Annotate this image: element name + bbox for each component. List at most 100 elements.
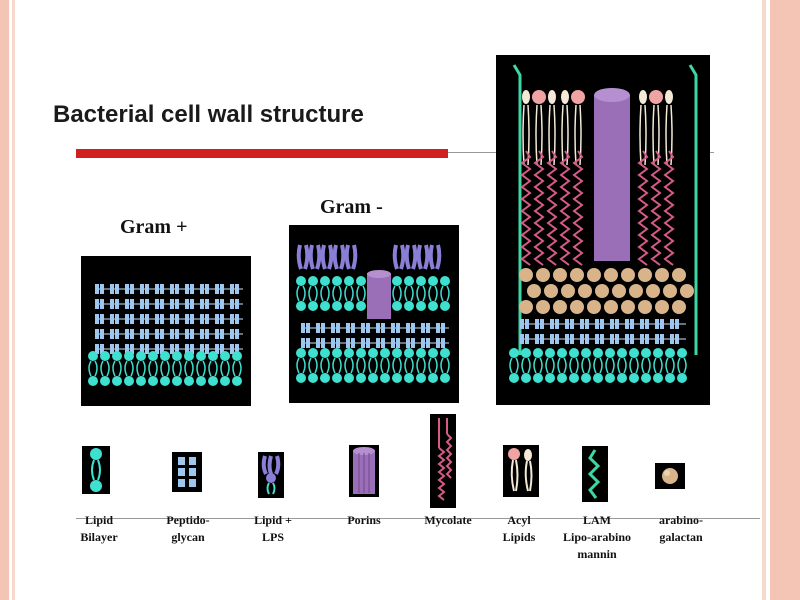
arabinogalactan-unit [663, 284, 677, 298]
gp-peptidoglycan-unit [145, 329, 149, 339]
gn-inner-tail [392, 357, 402, 374]
lipid-tail [561, 104, 569, 166]
gn-peptidoglycan-unit [406, 323, 410, 333]
arabinogalactan-unit [578, 284, 592, 298]
gp-lipid-head [232, 376, 242, 386]
gn-outer-head [308, 301, 318, 311]
arabinogalactan-unit [587, 268, 601, 282]
my-lipid-tail [569, 357, 579, 374]
gn-outer-tail [356, 285, 366, 302]
mycolate-chain [572, 150, 584, 266]
gn-outer-tail [308, 285, 318, 302]
gn-peptidoglycan-unit [381, 323, 385, 333]
gp-peptidoglycan-unit [145, 314, 149, 324]
lps-chain [308, 244, 322, 270]
peptidoglycan-icon [172, 452, 202, 492]
my-lipid-tail [641, 357, 651, 374]
gn-outer-head [320, 276, 330, 286]
my-lipid-head [557, 373, 567, 383]
lam-chain [512, 64, 522, 355]
gp-peptidoglycan-unit [185, 344, 189, 354]
gn-outer-tail [332, 285, 342, 302]
gp-peptidoglycan-unit [155, 329, 159, 339]
gp-peptidoglycan-unit [140, 314, 144, 324]
my-peptidoglycan-unit [580, 319, 584, 329]
gp-peptidoglycan-unit [175, 299, 179, 309]
gp-peptidoglycan-unit [230, 314, 234, 324]
gn-peptidoglycan-unit [421, 323, 425, 333]
my-peptidoglycan-unit [565, 334, 569, 344]
gp-peptidoglycan-unit [100, 344, 104, 354]
my-lipid-head [677, 348, 687, 358]
slide-frame-left [0, 0, 9, 600]
gn-inner-head [404, 373, 414, 383]
gp-lipid-head [184, 351, 194, 361]
my-lipid-head [629, 348, 639, 358]
my-peptidoglycan-unit [625, 319, 629, 329]
my-peptidoglycan-unit [585, 334, 589, 344]
my-lipid-head [641, 373, 651, 383]
gn-inner-head [332, 348, 342, 358]
gn-outer-tail [428, 285, 438, 302]
gn-outer-tail [320, 285, 330, 302]
my-peptidoglycan-unit [615, 334, 619, 344]
gp-peptidoglycan-unit [110, 284, 114, 294]
gn-peptidoglycan-unit [331, 323, 335, 333]
my-peptidoglycan-unit [585, 319, 589, 329]
gp-lipid-head [124, 351, 134, 361]
my-peptidoglycan-unit [630, 334, 634, 344]
gp-peptidoglycan-unit [160, 299, 164, 309]
lipid-head [548, 90, 556, 104]
my-lipid-head [509, 348, 519, 358]
gp-peptidoglycan-unit [125, 284, 129, 294]
label-line: LPS [261, 530, 284, 544]
my-peptidoglycan-unit [540, 319, 544, 329]
legend-label-mycolate: Mycolate [413, 512, 483, 529]
mycolate-chain [533, 150, 545, 266]
gp-peptidoglycan-unit [130, 329, 134, 339]
gp-peptidoglycan-unit [215, 299, 219, 309]
gp-lipid-tail [112, 360, 122, 377]
legend-label-porins: Porins [329, 512, 399, 529]
gn-outer-head [296, 276, 306, 286]
gp-peptidoglycan-unit [125, 329, 129, 339]
gp-peptidoglycan-unit [190, 284, 194, 294]
porins-icon [349, 445, 379, 497]
gn-outer-head [404, 301, 414, 311]
gn-inner-head [392, 348, 402, 358]
gp-lipid-head [100, 376, 110, 386]
my-peptidoglycan-unit [555, 319, 559, 329]
gp-peptidoglycan-unit [205, 314, 209, 324]
my-lipid-head [653, 348, 663, 358]
gn-peptidoglycan-unit [361, 338, 365, 348]
gn-inner-tail [416, 357, 426, 374]
gp-peptidoglycan-unit [200, 344, 204, 354]
gp-peptidoglycan-unit [145, 284, 149, 294]
gn-peptidoglycan-unit [331, 338, 335, 348]
legend-label-lipid-lps: Lipid + LPS [238, 512, 308, 546]
gn-peptidoglycan-unit [361, 323, 365, 333]
my-peptidoglycan-unit [540, 334, 544, 344]
gp-peptidoglycan-unit [155, 284, 159, 294]
mycobacterial-wall-diagram [496, 55, 710, 405]
my-lipid-head [509, 373, 519, 383]
my-peptidoglycan-unit [550, 334, 554, 344]
my-lipid-head [533, 348, 543, 358]
gp-lipid-head [124, 376, 134, 386]
gp-peptidoglycan-unit [170, 344, 174, 354]
gp-lipid-tail [232, 360, 242, 377]
gp-peptidoglycan-unit [200, 299, 204, 309]
arabinogalactan-unit [570, 300, 584, 314]
gn-peptidoglycan-unit [321, 323, 325, 333]
gn-inner-head [332, 373, 342, 383]
lipid-tail [652, 104, 660, 166]
acyl-head [532, 90, 546, 104]
gp-peptidoglycan-unit [215, 314, 219, 324]
gp-lipid-tail [220, 360, 230, 377]
lipid-head [639, 90, 647, 104]
gp-peptidoglycan-unit [115, 284, 119, 294]
gp-peptidoglycan-unit [110, 329, 114, 339]
gp-peptidoglycan-unit [235, 284, 239, 294]
gp-peptidoglycan-unit [235, 329, 239, 339]
gp-peptidoglycan-unit [215, 284, 219, 294]
